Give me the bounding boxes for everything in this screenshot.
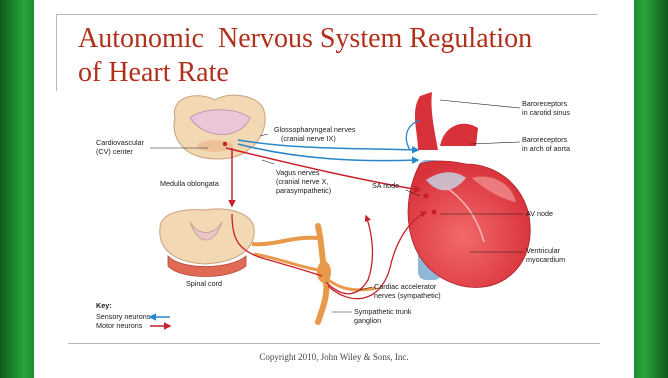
vagus-sensory-nerve-path — [238, 144, 418, 161]
medulla-oblongata-illustration — [174, 95, 265, 159]
label-sa-node: SA node — [372, 181, 399, 190]
label-spinal-cord: Spinal cord — [186, 279, 222, 288]
slide-footer: Copyright 2010, John Wiley & Sons, Inc. — [0, 352, 668, 362]
diagram-key: Key: Sensory neurons Motor neurons — [96, 301, 170, 330]
label-cardiac-accelerator-line2: nerves (sympathetic) — [374, 291, 441, 300]
key-sensory-label: Sensory neurons — [96, 312, 151, 321]
label-cv-center-line1: Cardiovascular — [96, 138, 145, 147]
label-cv-center-line2: (CV) center — [96, 147, 133, 156]
footer-rule — [68, 343, 600, 344]
label-sympathetic-trunk-line2: ganglion — [354, 316, 381, 325]
label-glossopharyngeal-line2: (cranial nerve IX) — [281, 134, 336, 143]
label-vagus-line1: Vagus nerves — [276, 168, 320, 177]
av-node-dot — [432, 210, 437, 215]
cv-center-dot — [223, 142, 227, 146]
label-baro-carotid-line2: in carotid sinus — [522, 108, 570, 117]
label-av-node: AV node — [526, 209, 553, 218]
label-ventricular-line1: Ventricular — [526, 246, 561, 255]
label-sympathetic-trunk-line1: Sympathetic trunk — [354, 307, 412, 316]
label-ventricular-line2: myocardium — [526, 255, 565, 264]
key-title: Key: — [96, 301, 112, 310]
heart-illustration — [408, 92, 530, 287]
label-baro-aorta-line1: Baroreceptors — [522, 135, 568, 144]
label-cardiac-accelerator-line1: Cardiac accelerator — [374, 282, 437, 291]
label-glossopharyngeal-line1: Glossopharyngeal nerves — [274, 125, 356, 134]
label-vagus-line2: (cranial nerve X, — [276, 177, 328, 186]
label-baro-aorta-line2: in arch of aorta — [522, 144, 570, 153]
label-vagus-line3: parasympathetic) — [276, 186, 331, 195]
spinal-cord-illustration — [160, 209, 254, 277]
key-motor-label: Motor neurons — [96, 321, 143, 330]
label-baro-carotid-line1: Baroreceptors — [522, 99, 568, 108]
label-medulla: Medulla oblongata — [160, 179, 219, 188]
sa-node-dot — [424, 194, 429, 199]
